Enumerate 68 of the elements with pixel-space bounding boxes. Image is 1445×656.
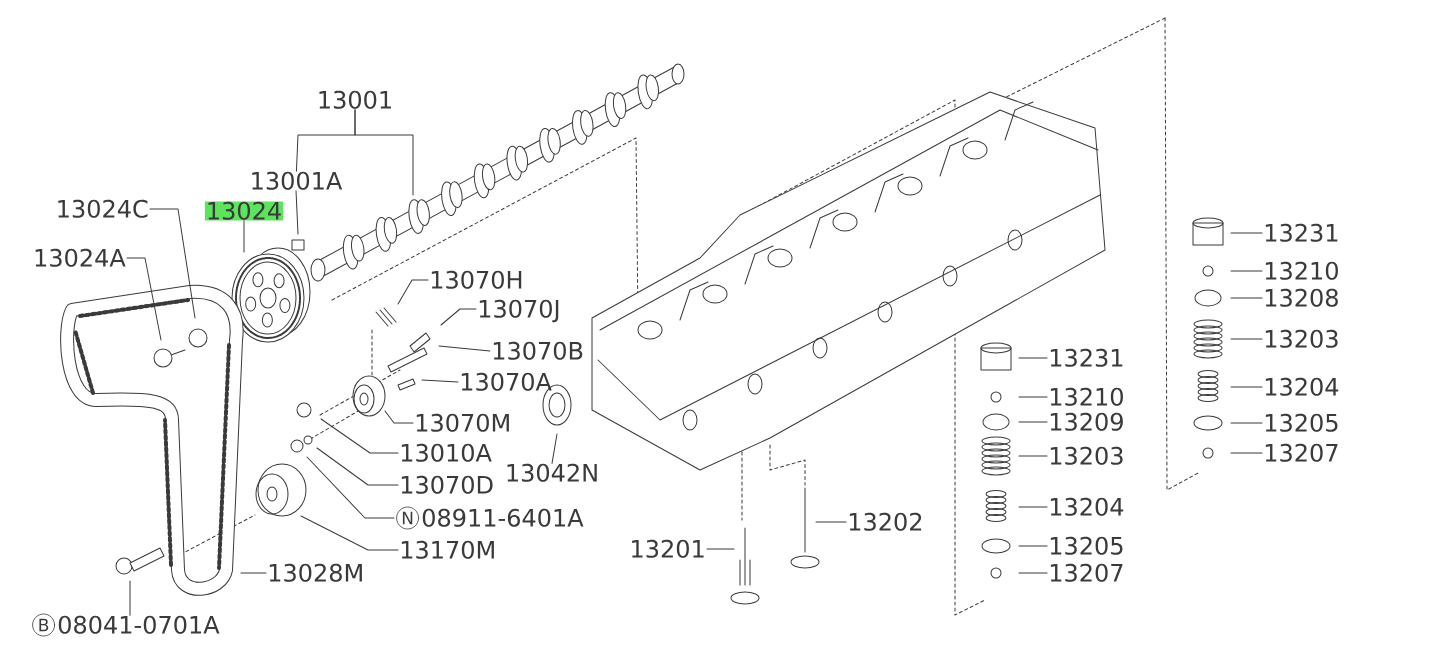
part-number: 13001A: [252, 171, 343, 190]
leader-line: [551, 433, 558, 464]
part-number: 13070H: [431, 270, 522, 289]
leader-line: [440, 308, 477, 326]
leader-line: [149, 208, 196, 319]
leader-line: [306, 456, 395, 519]
leader-line: [1230, 338, 1263, 340]
part-number: 08041-0701A: [58, 615, 220, 634]
leader-line: [295, 109, 356, 172]
leader-line: [1230, 452, 1263, 454]
leader-line: [1230, 270, 1263, 272]
leader-line: [1018, 545, 1048, 547]
leader-line: [320, 418, 399, 454]
part-number: 13205: [1050, 536, 1123, 555]
part-number: 13070M: [416, 413, 509, 432]
circled-letter: B: [32, 613, 55, 637]
part-number: 13202: [849, 512, 922, 531]
part-number: 13203: [1265, 329, 1338, 348]
part-number: 13070B: [493, 341, 583, 360]
leader-line: [1018, 357, 1048, 359]
leader-line: [706, 548, 735, 550]
part-number: 13201: [632, 539, 704, 558]
part-number: 13024A: [35, 248, 126, 267]
part-number: 13207: [1265, 443, 1338, 462]
part-number: 13231: [1265, 223, 1338, 242]
leader-line: [316, 447, 399, 486]
leader-line: [295, 190, 299, 235]
circled-letter: N: [396, 506, 419, 530]
part-number: 13205: [1265, 413, 1338, 432]
leader-line: [300, 515, 399, 551]
part-number: 13204: [1050, 497, 1124, 516]
part-number: 13070A: [461, 372, 552, 391]
leader-line: [1018, 421, 1048, 423]
part-number: 13208: [1265, 288, 1338, 307]
part-number: 13070J: [479, 299, 559, 323]
leader-line: [1018, 572, 1048, 574]
part-number: 13028M: [269, 563, 362, 582]
part-number: 13024C: [58, 199, 148, 218]
leader-line: [1230, 232, 1263, 234]
leader-line: [129, 580, 131, 616]
part-number: 08911-6401A: [422, 508, 584, 527]
leader-line: [243, 220, 245, 253]
part-number: 13210: [1050, 387, 1123, 406]
part-number: 13010A: [401, 443, 492, 462]
leader-line: [240, 572, 267, 574]
leader-line: [1230, 297, 1263, 299]
part-number: 13210: [1265, 261, 1338, 280]
leader-line: [1018, 396, 1048, 398]
part-number: 13024: [204, 201, 284, 221]
leader-line: [1230, 422, 1263, 424]
part-number: 13231: [1050, 348, 1123, 367]
part-number: 13203: [1050, 446, 1123, 465]
part-number: 13070D: [401, 475, 493, 494]
leader-line: [126, 257, 162, 341]
part-number: 13001: [319, 90, 391, 109]
leader-line: [1018, 455, 1048, 457]
part-number: 13209: [1050, 412, 1123, 431]
leader-line: [815, 521, 847, 523]
part-number: 13204: [1265, 377, 1339, 396]
part-number: 13207: [1050, 563, 1123, 582]
leader-line: [397, 279, 429, 305]
part-number: 13170M: [401, 540, 494, 559]
leader-line: [421, 379, 459, 383]
leader-line: [384, 410, 414, 424]
part-number: 13042N: [507, 463, 597, 482]
leader-line: [1018, 506, 1048, 508]
leader-line: [1230, 386, 1263, 388]
leader-line: [438, 345, 491, 352]
